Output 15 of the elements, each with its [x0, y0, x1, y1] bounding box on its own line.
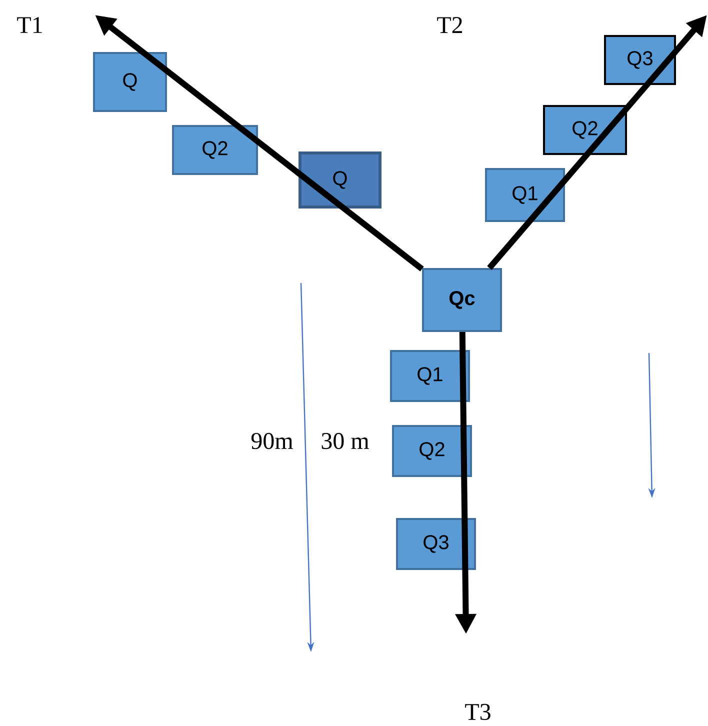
flow-box: Q2 — [392, 425, 472, 477]
terminal-label: T2 — [437, 17, 462, 33]
distance-label: 30 m — [322, 432, 369, 450]
distance-label: 90m — [251, 432, 293, 450]
flow-box: Q3 — [604, 35, 676, 85]
terminal-label: T1 — [17, 17, 42, 33]
junction-box: Qc — [422, 268, 502, 332]
flow-box: Q — [93, 52, 167, 112]
flow-box: Q2 — [172, 125, 258, 175]
flow-box: Q3 — [396, 518, 476, 570]
flow-box: Q1 — [485, 168, 565, 222]
flow-box: Q2 — [543, 105, 627, 155]
flow-box: Q1 — [390, 350, 470, 402]
flow-box: Q — [298, 152, 382, 208]
terminal-label: T3 — [465, 704, 490, 720]
